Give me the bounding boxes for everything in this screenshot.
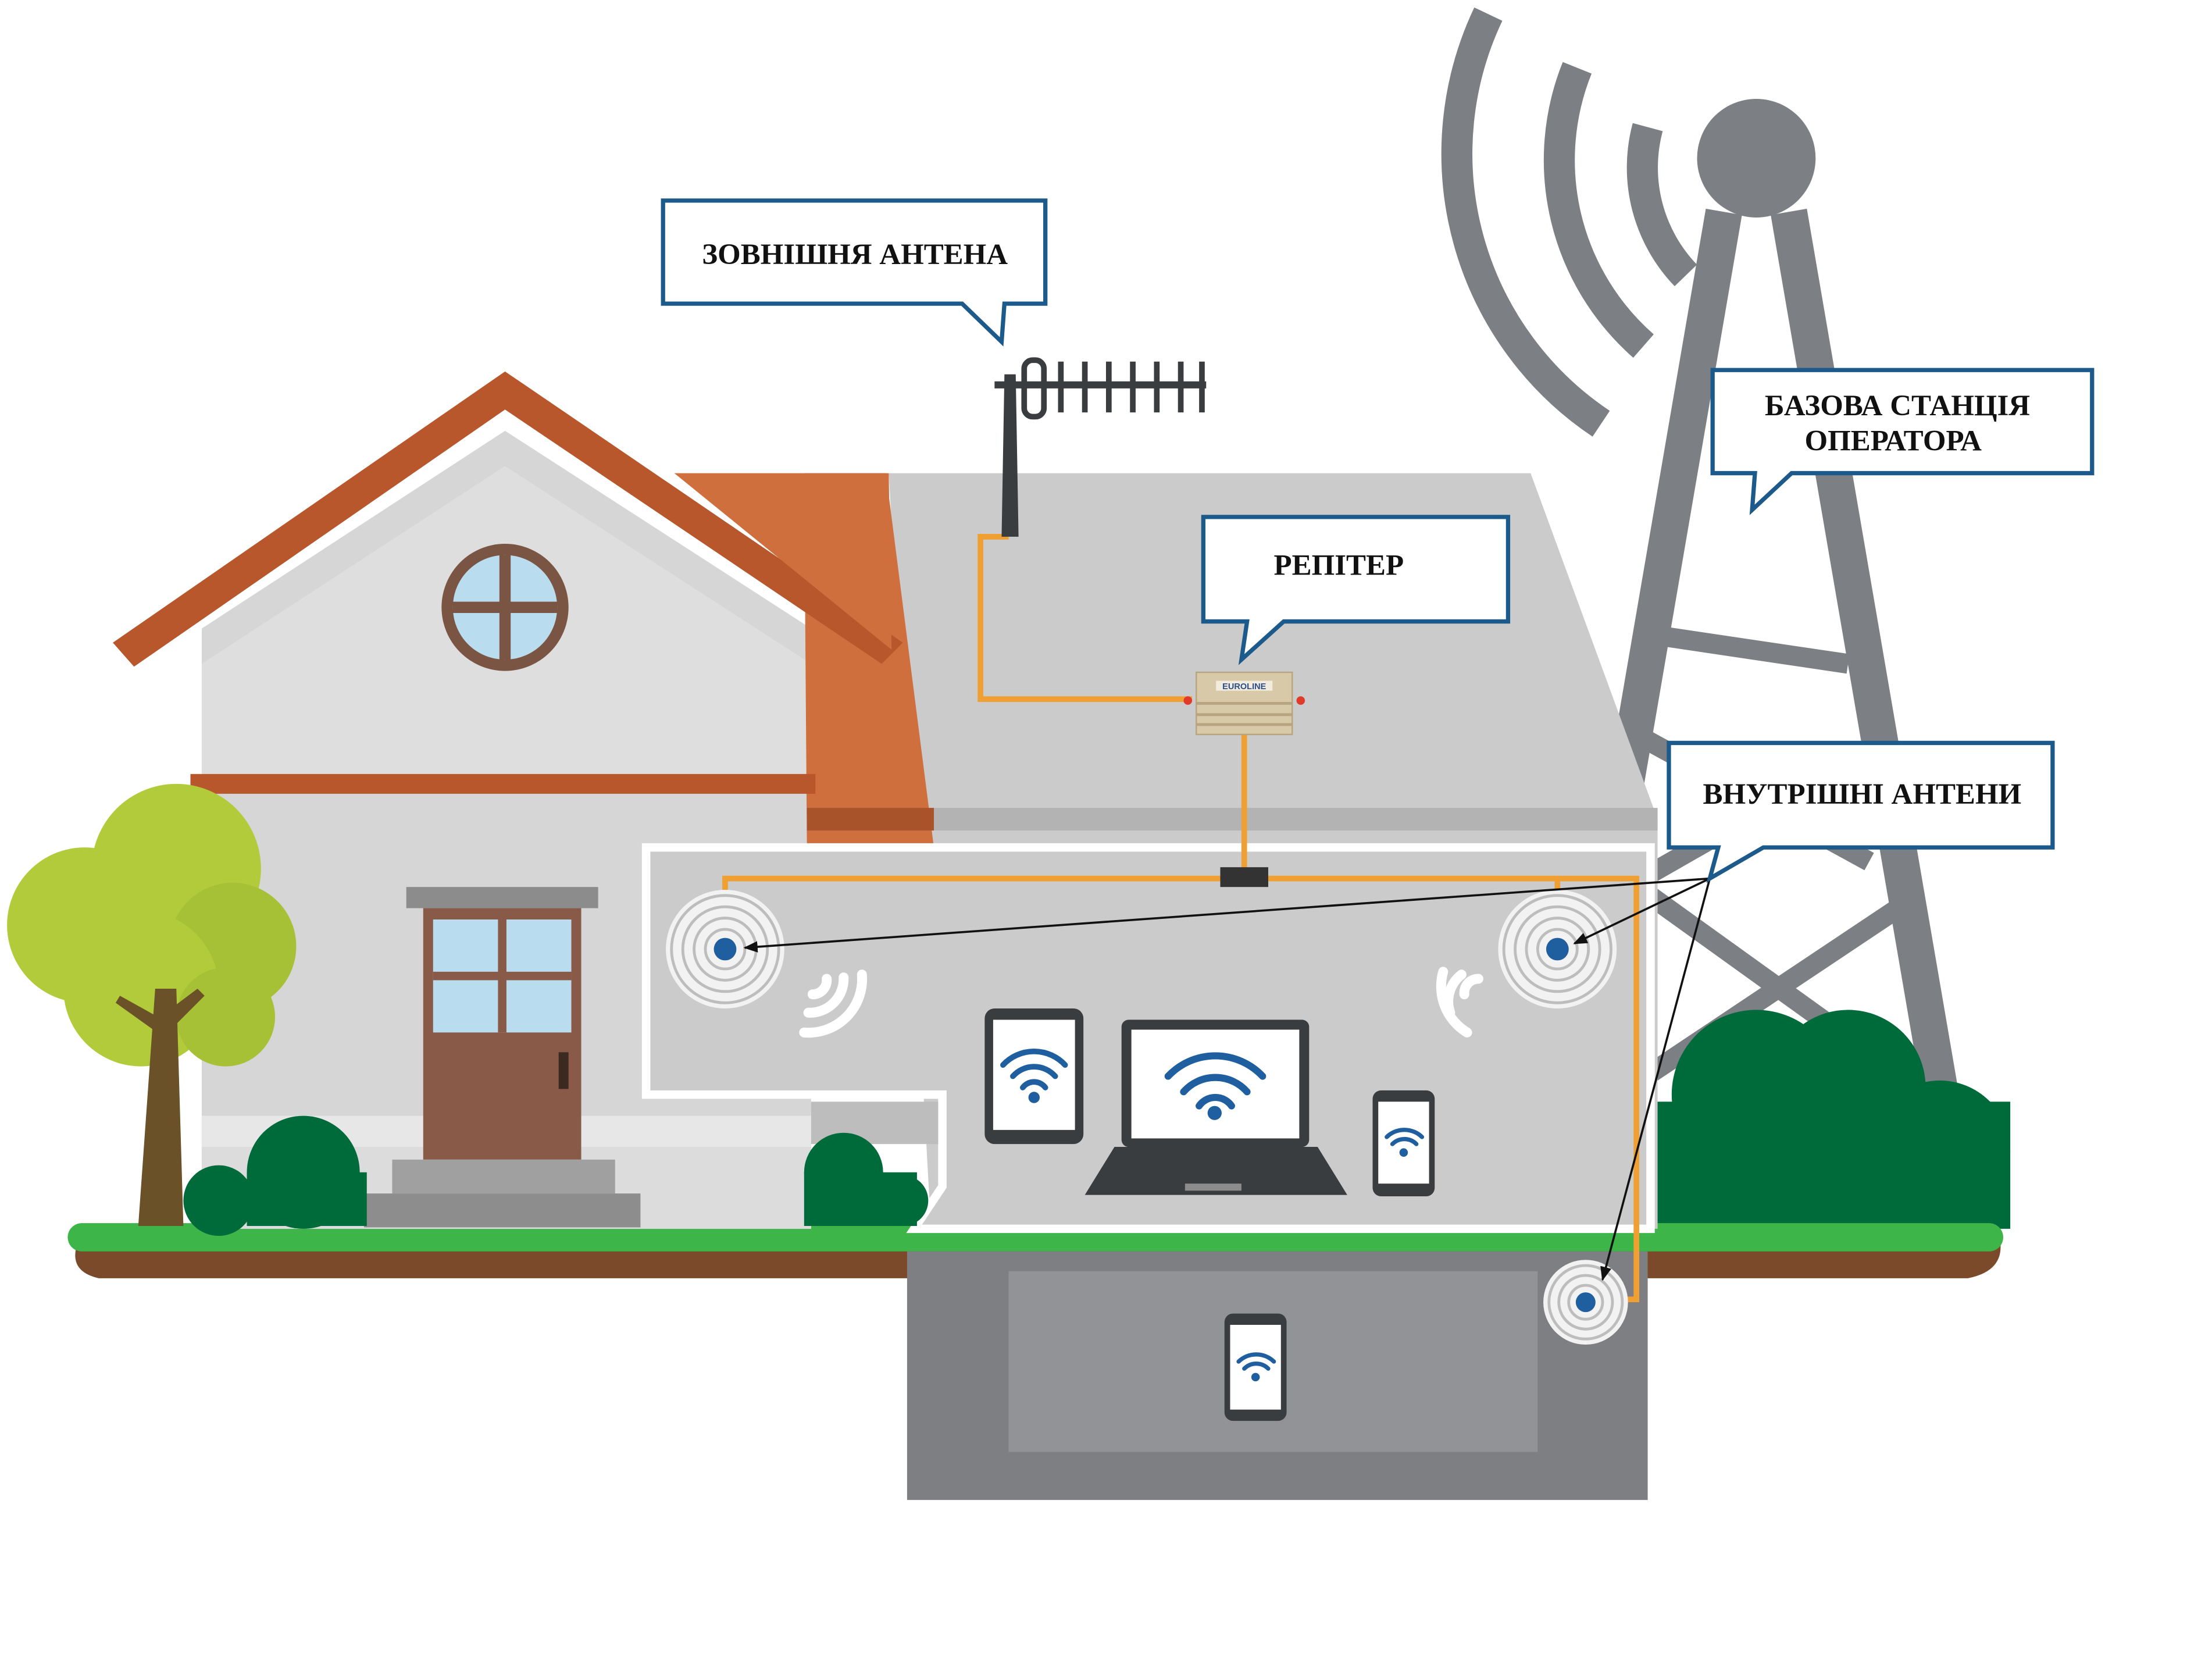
repeater-brand-label: EUROLINE [1222, 682, 1266, 692]
indoor-antenna-icon [1498, 890, 1617, 1008]
callout-repeater-label: РЕПІТЕР [1273, 549, 1404, 582]
callout-base-station: БАЗОВА СТАНЦІЯ ОПЕРАТОРА [1710, 368, 2095, 515]
callout-indoor-antennas-label: ВНУТРІШНІ АНТЕНИ [1703, 778, 2022, 811]
bushes-right [1650, 1010, 2011, 1229]
wifi-icon [1385, 1128, 1425, 1146]
callout-base-station-label-line2: ОПЕРАТОРА [1804, 425, 1982, 458]
callout-outdoor-antenna: ЗОВНІШНЯ АНТЕНА [661, 198, 1048, 347]
repeater-device-icon: EUROLINE [1183, 671, 1305, 736]
smartphone-icon [1224, 1313, 1287, 1421]
callout-pointer-lines [743, 877, 1711, 1281]
callout-base-station-label-line1: БАЗОВА СТАНЦІЯ [1765, 390, 2030, 422]
indoor-antenna-icon [1543, 1260, 1628, 1345]
callout-indoor-antennas: ВНУТРІШНІ АНТЕНИ [1667, 740, 2055, 883]
callout-outdoor-antenna-label: ЗОВНІШНЯ АНТЕНА [702, 238, 1008, 271]
yagi-antenna-icon [994, 357, 1207, 537]
wifi-icon [1164, 1052, 1266, 1110]
callout-repeater: РЕПІТЕР [1201, 515, 1511, 665]
bushes-left [183, 1115, 929, 1236]
cable-splitter [1220, 867, 1268, 887]
wifi-icon [1000, 1049, 1068, 1090]
wifi-icon [1236, 1352, 1276, 1371]
signal-waves [799, 967, 1483, 1038]
tablet-icon [984, 1008, 1084, 1145]
laptop-icon [1084, 1020, 1347, 1195]
indoor-antenna-icon [666, 890, 784, 1008]
smartphone-icon [1372, 1090, 1435, 1196]
tree-icon [7, 783, 297, 1226]
